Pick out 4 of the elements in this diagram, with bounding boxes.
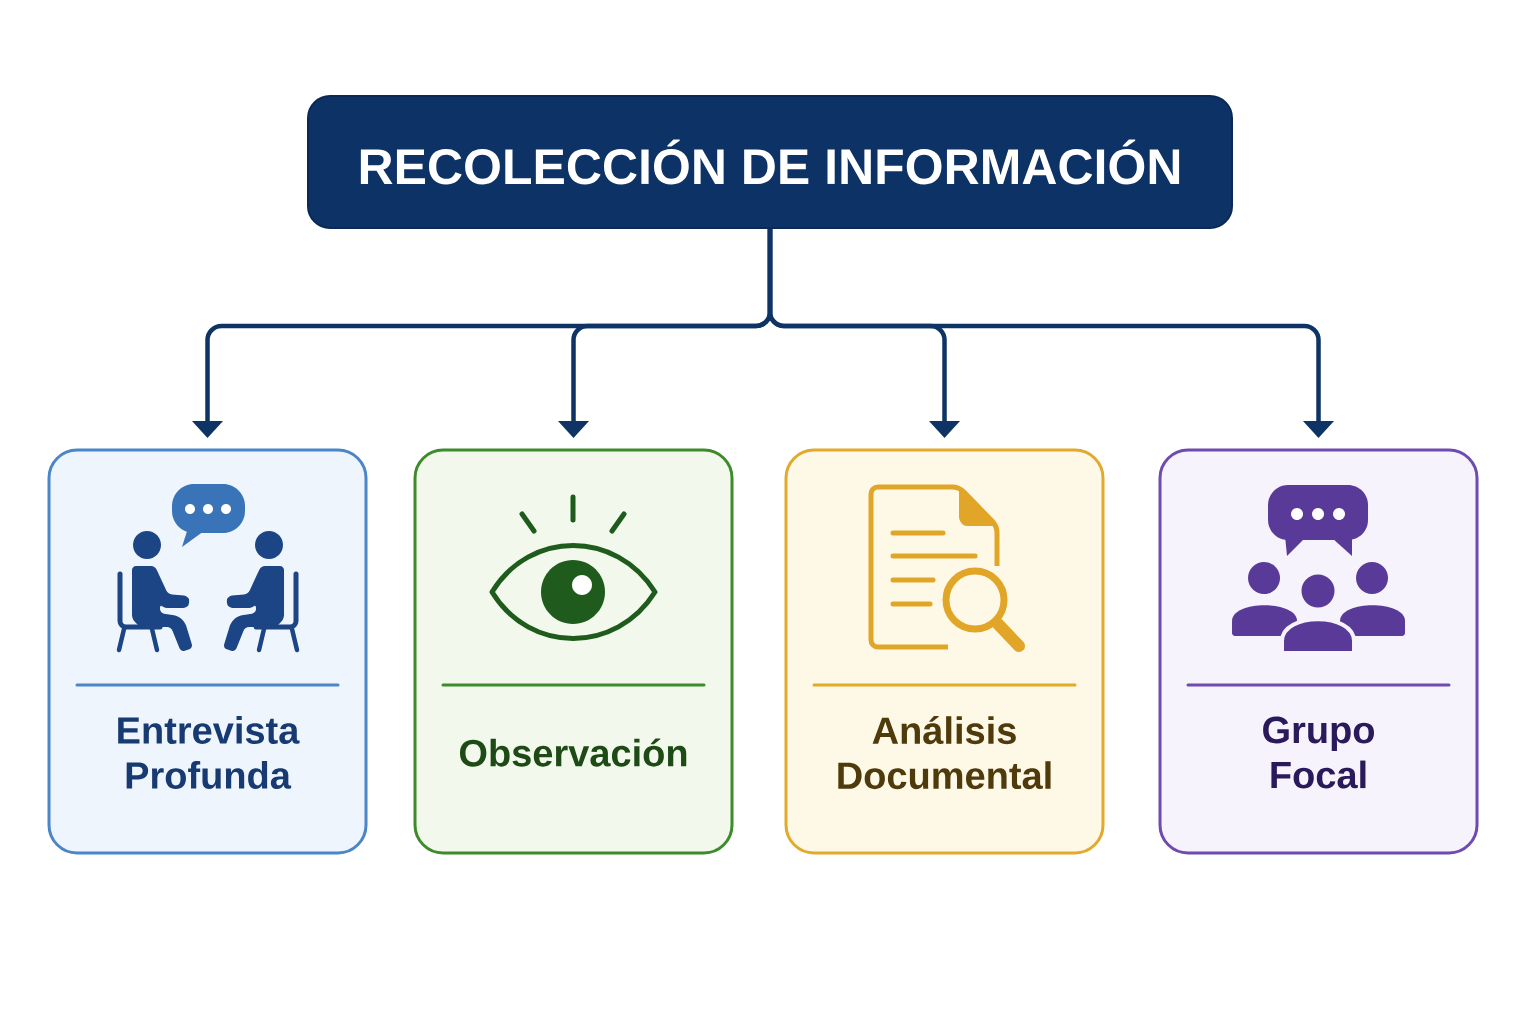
- method-card: Análisis Documental: [784, 448, 1105, 855]
- method-card: Entrevista Profunda: [47, 448, 368, 855]
- title-box: RECOLECCIÓN DE INFORMACIÓN: [307, 95, 1233, 229]
- method-card: Observación: [413, 448, 734, 855]
